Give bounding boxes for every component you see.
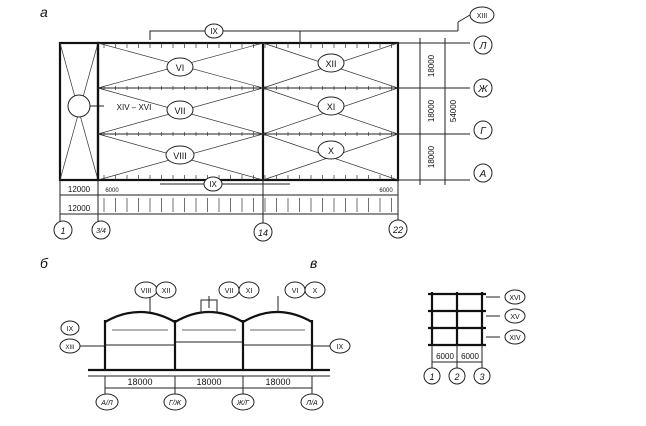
svg-text:3/4: 3/4 <box>96 228 106 235</box>
svg-text:VII: VII <box>174 106 185 116</box>
bay-callout-xi: XI <box>317 96 345 116</box>
frame-axis-1: 1 <box>423 367 441 385</box>
frame-axis-3: 3 <box>473 367 491 385</box>
svg-text:Л: Л <box>479 41 487 52</box>
dimension-ticks <box>103 198 392 212</box>
svg-text:XI: XI <box>327 102 336 112</box>
dim-step-right: 6000 <box>379 188 393 194</box>
dim-span3: 18000 <box>427 145 436 168</box>
row-axis-a: А <box>473 163 493 183</box>
svg-text:XIII: XIII <box>65 345 74 351</box>
svg-text:2: 2 <box>453 372 459 382</box>
section-callout-viii-xii: VIII XII <box>134 281 177 299</box>
section-axis-g-zh: Г/Ж <box>163 393 187 411</box>
section-dim-2: 18000 <box>196 377 221 387</box>
dim-total: 54000 <box>449 99 458 122</box>
section-dim-3: 18000 <box>265 377 290 387</box>
svg-text:XII: XII <box>325 59 336 69</box>
section-view: VIII XII VII XI VI X IX XIII IX <box>59 281 351 411</box>
svg-text:XIII: XIII <box>477 13 488 20</box>
bay-callout-xii: XII <box>317 53 345 73</box>
section-dim-1: 18000 <box>127 377 152 387</box>
purlin-ticks <box>103 43 392 180</box>
svg-text:Г: Г <box>480 126 487 137</box>
section-callout-vi-x: VI X <box>284 281 326 299</box>
svg-text:XV: XV <box>510 314 520 321</box>
panel-label-b: б <box>40 255 49 271</box>
frame-callout-xvi: XVI <box>504 289 526 305</box>
col-axis-14: 14 <box>253 222 273 242</box>
svg-text:XII: XII <box>162 288 171 295</box>
col-axis-1: 1 <box>53 220 73 240</box>
main-frame <box>96 41 400 182</box>
svg-text:3: 3 <box>479 372 484 382</box>
col-axis-22: 22 <box>388 219 408 239</box>
svg-text:VIII: VIII <box>141 288 152 295</box>
col-axis-3-4: 3/4 <box>91 220 111 240</box>
frame-view: XVI XV XIV 6000 6000 1 2 3 <box>423 289 526 385</box>
frame-dim-1: 6000 <box>436 352 454 361</box>
section-axis-zh-g: Ж/Г <box>231 393 255 411</box>
frame-dim-2: 6000 <box>461 352 479 361</box>
side-callout: XIV – XVI <box>117 103 152 112</box>
svg-text:22: 22 <box>392 225 403 235</box>
dim-end-lower: 12000 <box>68 204 91 213</box>
section-axis-a-l: А/Л <box>95 393 119 411</box>
svg-text:XVI: XVI <box>509 295 520 302</box>
svg-text:IX: IX <box>67 326 74 333</box>
section-axis-l-a: Л/А <box>300 393 324 411</box>
bay-callout-viii: VIII <box>165 145 195 165</box>
svg-text:X: X <box>313 288 318 295</box>
crane-circle <box>67 94 91 118</box>
svg-text:IX: IX <box>337 344 344 351</box>
frame-callout-xiv: XIV <box>504 329 526 345</box>
row-axis-l: Л <box>473 35 493 55</box>
dim-step-left: 6000 <box>105 188 119 194</box>
svg-text:Ж/Г: Ж/Г <box>236 400 250 407</box>
callout-bottom-ix: IX <box>160 176 290 192</box>
svg-text:А/Л: А/Л <box>100 400 113 407</box>
svg-text:1: 1 <box>60 226 65 236</box>
dim-end-upper: 12000 <box>68 185 91 194</box>
bay-callout-x: X <box>317 140 345 160</box>
svg-text:VI: VI <box>176 63 185 73</box>
section-callout-right: IX <box>312 338 351 354</box>
dim-span1: 18000 <box>427 54 436 77</box>
frame-axis-2: 2 <box>448 367 466 385</box>
svg-text:14: 14 <box>258 228 268 238</box>
panel-label-v: в <box>310 255 317 271</box>
svg-text:Г/Ж: Г/Ж <box>169 400 182 407</box>
svg-text:IX: IX <box>209 180 217 189</box>
bay-callout-vii: VII <box>166 100 194 120</box>
svg-text:VIII: VIII <box>173 151 187 161</box>
svg-text:1: 1 <box>429 372 434 382</box>
svg-text:X: X <box>328 146 334 156</box>
svg-text:VI: VI <box>292 288 299 295</box>
svg-text:IX: IX <box>210 27 218 36</box>
svg-text:А: А <box>479 169 487 180</box>
svg-text:XI: XI <box>246 288 253 295</box>
section-callout-vii-xi: VII XI <box>218 281 260 299</box>
svg-text:VII: VII <box>225 288 234 295</box>
row-axis-g: Г <box>473 120 493 140</box>
plan-view: VI VII VIII XII XI X XIV – XVI IX <box>53 6 495 242</box>
callout-top-xiii: XIII <box>299 6 495 43</box>
section-callout-left: IX XIII <box>59 320 105 354</box>
frame-callout-xv: XV <box>504 308 526 324</box>
bay-callout-vi: VI <box>166 57 194 77</box>
svg-text:Ж: Ж <box>477 84 488 95</box>
dim-span2: 18000 <box>427 99 436 122</box>
panel-label-a: а <box>40 4 48 20</box>
svg-text:XIV: XIV <box>509 335 521 342</box>
svg-text:Л/А: Л/А <box>305 400 318 407</box>
callout-top-ix: IX <box>149 23 330 40</box>
row-axis-zh: Ж <box>473 78 493 98</box>
